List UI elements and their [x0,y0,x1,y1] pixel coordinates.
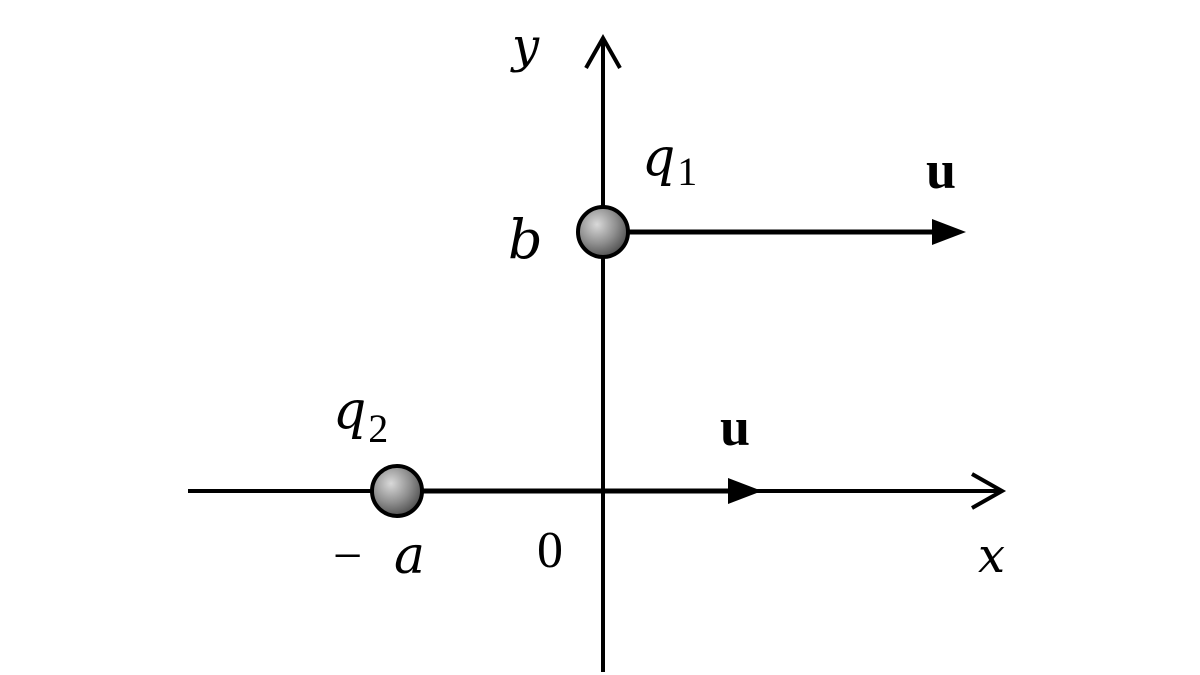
neg-a-minus: − [333,528,362,585]
origin-label: 0 [537,522,563,579]
velocity-arrowhead-q1 [932,219,966,245]
y-axis-label: y [510,18,540,74]
charge-q1 [576,205,630,259]
b-label: b [508,208,543,271]
y-axis-arrowhead [584,33,622,69]
q2-label: q2 [333,381,388,451]
velocity-label-q1: u [926,140,956,200]
charge-q2 [370,464,424,518]
velocity-arrowhead-q2 [728,478,762,504]
velocity-label-q2: u [720,397,750,457]
x-axis-label: x [978,528,1005,584]
neg-a-letter: a [394,526,425,586]
x-axis-arrowhead [971,472,1007,510]
q1-label: q1 [642,128,697,194]
